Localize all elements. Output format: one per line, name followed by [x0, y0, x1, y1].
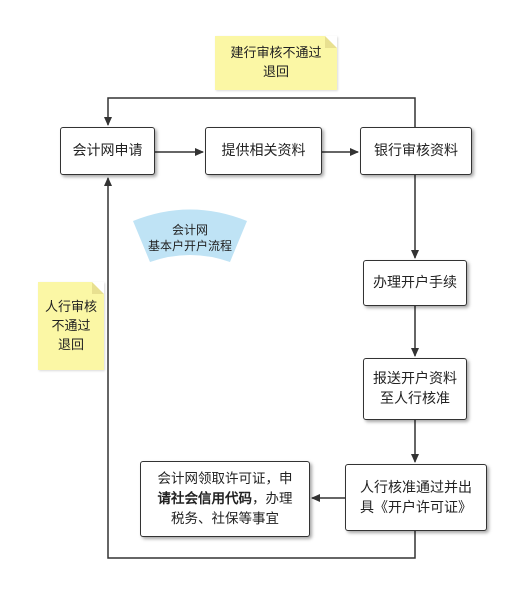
- note-bank-reject-line2: 退回: [262, 65, 289, 80]
- node-apply-label: 会计网申请: [72, 143, 143, 159]
- flow-title-fan-shape: [133, 209, 247, 262]
- note-bank-reject: 建行审核不通过 退回: [215, 36, 337, 90]
- node-submit-line1: 报送开户资料: [373, 371, 457, 387]
- node-pbc-approval: 人行核准通过并出 具《开户许可证》: [345, 464, 487, 531]
- node-open-procedure-label: 办理开户手续: [373, 275, 457, 291]
- node-bank-review-label: 银行审核资料: [374, 143, 458, 159]
- node-pbc-line1: 人行核准通过并出: [360, 479, 472, 496]
- note-pbc-reject: 人行审核 不通过 退回: [38, 282, 104, 370]
- flow-title-line1: 会计网: [171, 223, 208, 237]
- flow-title-line2: 基本户开户流程: [147, 239, 232, 253]
- node-pbc-line2: 具《开户许可证》: [360, 499, 472, 516]
- note-pbc-reject-line3: 退回: [57, 337, 84, 353]
- note-pbc-reject-line1: 人行审核: [44, 299, 97, 315]
- node-provide: 提供相关资料: [205, 127, 322, 175]
- node-provide-label: 提供相关资料: [221, 143, 306, 159]
- node-bank-review: 银行审核资料: [360, 127, 472, 175]
- loop-bank-reject: [104, 97, 416, 130]
- node-submit: 报送开户资料 至人行核准: [363, 358, 467, 420]
- node-final-line2-rest: ，办理: [252, 491, 293, 507]
- node-open-procedure: 办理开户手续: [363, 260, 467, 306]
- loop-pbc-reject: [104, 177, 416, 559]
- node-final-line3: 税务、社保等事宜: [171, 511, 279, 527]
- note-bank-reject-line1: 建行审核不通过: [230, 46, 322, 61]
- node-final-line1: 会计网领取许可证，申: [157, 471, 293, 487]
- flow-title: 会计网 基本户开户流程: [140, 222, 240, 254]
- node-final-line2-bold: 请社会信用代码: [157, 491, 253, 507]
- node-final: 会计网领取许可证，申 请社会信用代码，办理 税务、社保等事宜: [140, 461, 310, 537]
- node-final-line2: 请社会信用代码，办理: [158, 489, 293, 509]
- node-apply: 会计网申请: [60, 127, 155, 175]
- note-pbc-reject-line2: 不通过: [51, 318, 91, 334]
- node-submit-line2: 至人行核准: [380, 391, 450, 407]
